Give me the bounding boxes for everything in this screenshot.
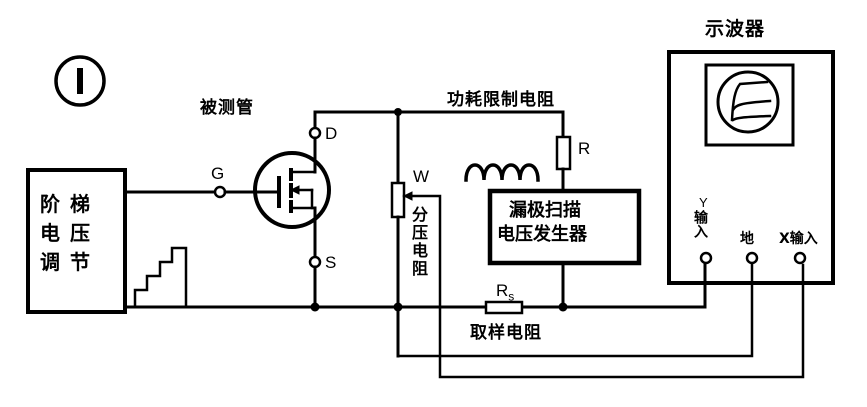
sweep-generator-line-1: 漏极扫描 — [509, 200, 581, 221]
step-voltage-line-1: 阶梯 — [40, 192, 100, 216]
sampling-resistor-symbol: Rs — [496, 282, 514, 302]
figure-number-circle — [54, 55, 106, 107]
oscilloscope-screen — [716, 70, 780, 134]
power-limit-resistor — [555, 135, 572, 171]
drain-pin-label: D — [325, 124, 338, 143]
mosfet-symbol — [253, 151, 331, 229]
x-input-terminal — [793, 251, 807, 265]
oscilloscope-title: 示波器 — [705, 18, 766, 40]
gate-pin-label: G — [211, 164, 225, 183]
sweep-generator-label: 漏极扫描 电压发生器 — [497, 199, 587, 248]
characteristic-curves-icon — [730, 80, 772, 122]
rs-main: R — [496, 281, 509, 300]
sampling-resistor-caption: 取样电阻 — [470, 323, 542, 343]
dut-label: 被测管 — [200, 98, 254, 118]
step-voltage-box — [26, 168, 127, 314]
y-input-terminal — [699, 251, 713, 265]
sampling-resistor — [484, 300, 524, 315]
power-limit-resistor-symbol: R — [578, 139, 591, 158]
power-limit-resistor-caption: 功耗限制电阻 — [447, 90, 555, 110]
x-input-label: X输入 — [779, 231, 818, 247]
sweep-generator-line-2: 电压发生器 — [497, 224, 587, 246]
oscilloscope-box — [667, 50, 835, 285]
divider-resistor-caption: 分压电阻 — [409, 206, 428, 278]
ground-terminal — [745, 251, 759, 265]
junction-dots — [310, 108, 568, 312]
coil-symbol — [464, 163, 540, 182]
oscilloscope-screen-frame — [704, 63, 795, 147]
rs-sub: s — [508, 289, 515, 304]
y-input-label: 输入 — [692, 210, 708, 238]
ground-label: 地 — [740, 231, 755, 247]
divider-resistor-symbol: W — [413, 167, 430, 186]
staircase-waveform-icon — [133, 246, 188, 309]
step-voltage-line-2: 电压 — [40, 221, 100, 245]
source-pin-label: S — [325, 253, 337, 272]
step-voltage-line-3: 调节 — [40, 250, 100, 274]
divider-resistor-w — [390, 181, 406, 219]
y-input-letter: Y — [699, 195, 708, 210]
step-voltage-label: 阶梯 电压 调节 — [40, 190, 100, 277]
